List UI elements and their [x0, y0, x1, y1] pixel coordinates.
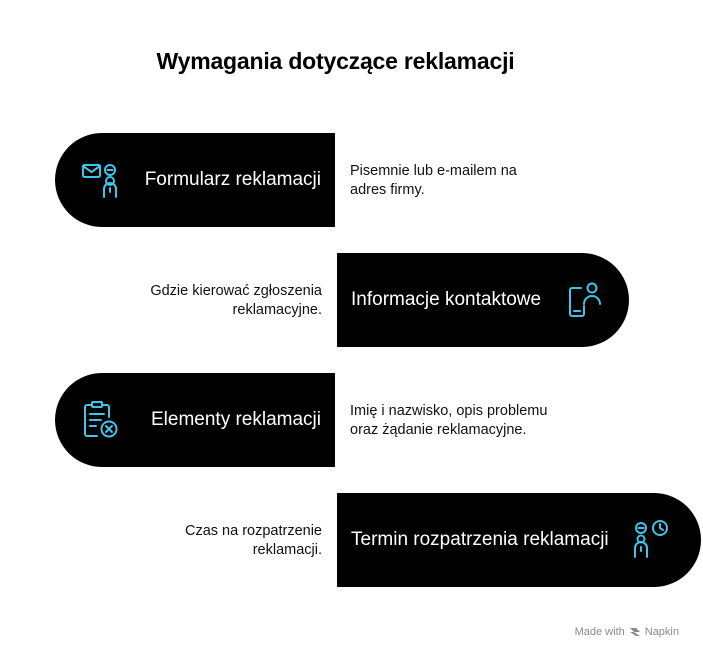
clipboard-x-icon	[81, 400, 121, 440]
made-with-napkin[interactable]: Made with Napkin	[574, 626, 679, 638]
step-elementy-reklamacji: Elementy reklamacji	[55, 373, 335, 467]
step-description: Imię i nazwisko, opis problemu oraz żąda…	[350, 403, 548, 438]
step-description: Pisemnie lub e-mailem na adres firmy.	[350, 163, 517, 198]
napkin-logo-icon	[629, 626, 641, 638]
step-label: Elementy reklamacji	[151, 409, 321, 430]
step-label: Formularz reklamacji	[144, 169, 321, 190]
step-formularz-reklamacji: Formularz reklamacji	[55, 133, 335, 227]
mail-person-icon	[81, 160, 121, 200]
page-title: Wymagania dotyczące reklamacji	[156, 48, 515, 74]
person-clock-icon	[631, 520, 671, 560]
step-label: Informacje kontaktowe	[351, 289, 542, 310]
step-informacje-kontaktowe: Informacje kontaktowe	[337, 253, 629, 347]
phone-contact-icon	[565, 280, 605, 320]
step-description: Gdzie kierować zgłoszenia reklamacyjne.	[150, 283, 322, 318]
step-description: Czas na rozpatrzenie reklamacji.	[184, 523, 322, 558]
step-label: Termin rozpatrzenia reklamacji	[351, 529, 609, 550]
step-termin-rozpatrzenia: Termin rozpatrzenia reklamacji	[337, 493, 701, 587]
